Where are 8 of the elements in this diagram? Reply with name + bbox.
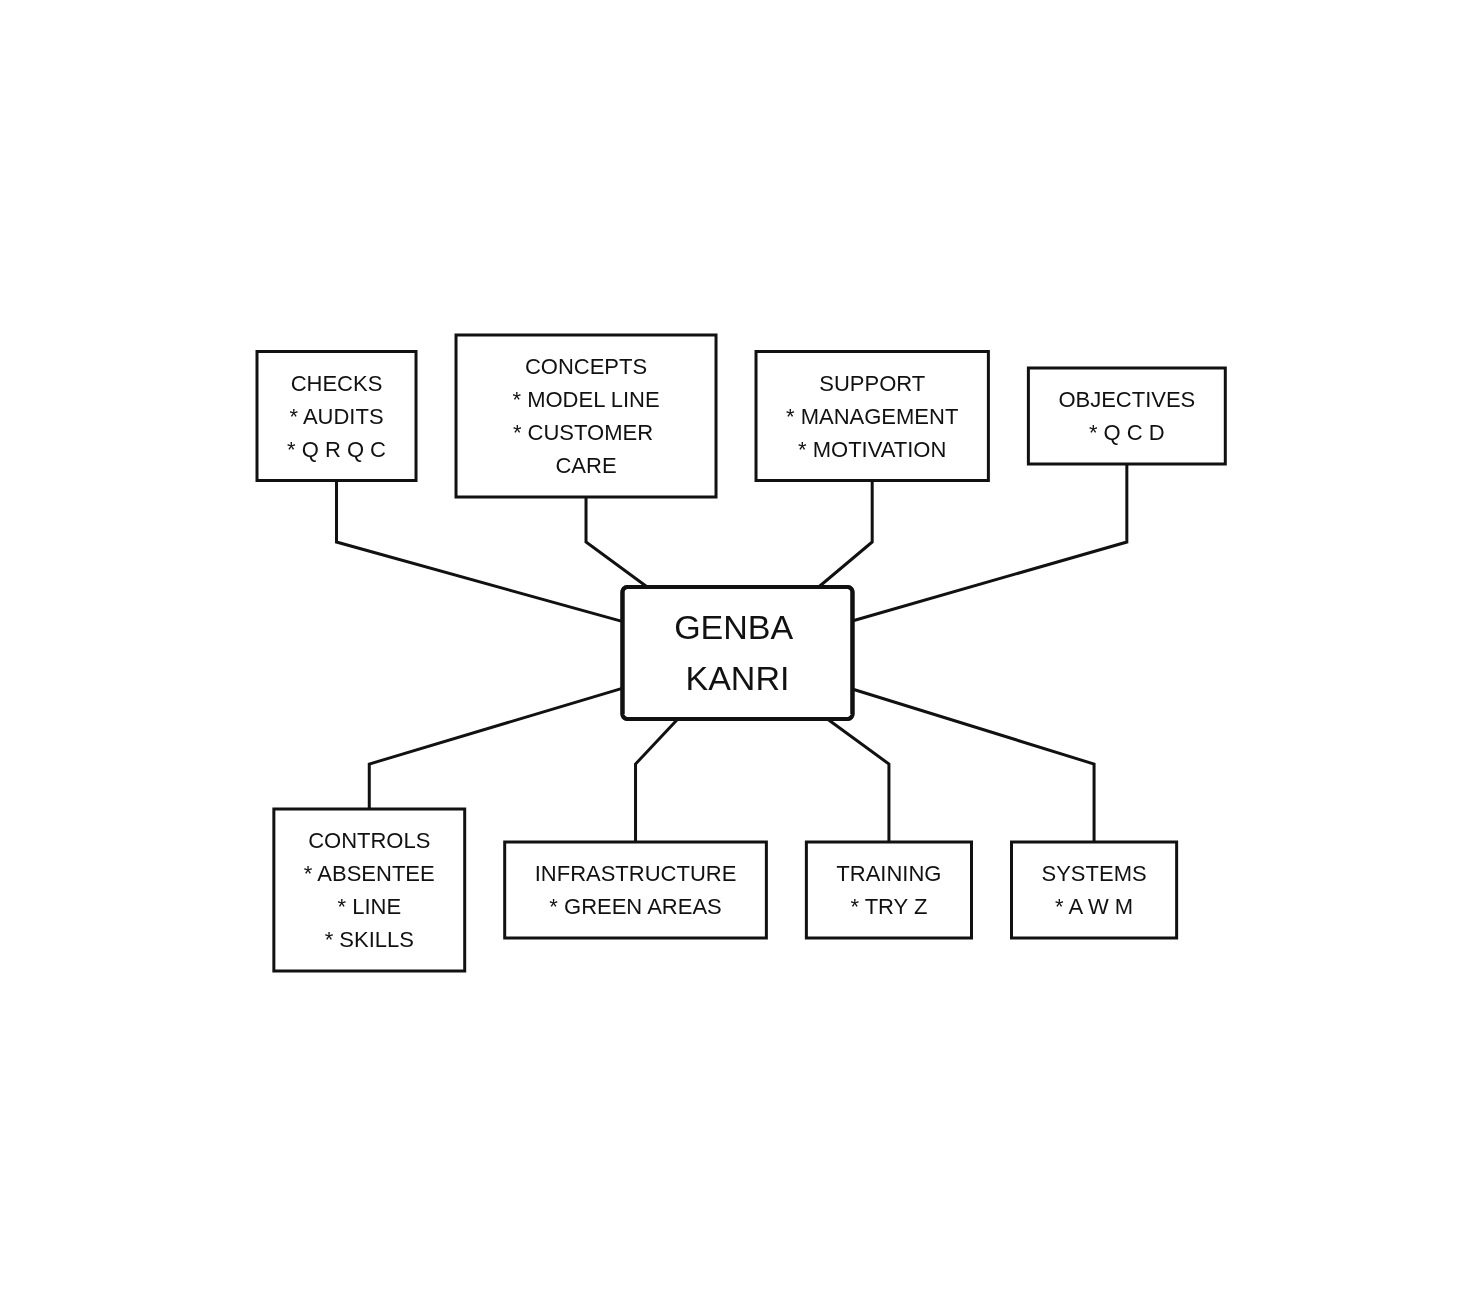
node-box	[1026, 366, 1227, 465]
node-box	[454, 333, 718, 498]
node-box	[503, 840, 768, 939]
node-box	[1009, 840, 1178, 939]
node-box	[754, 349, 990, 482]
node-box	[272, 807, 467, 972]
node-box	[255, 349, 418, 482]
node-box	[804, 840, 973, 939]
